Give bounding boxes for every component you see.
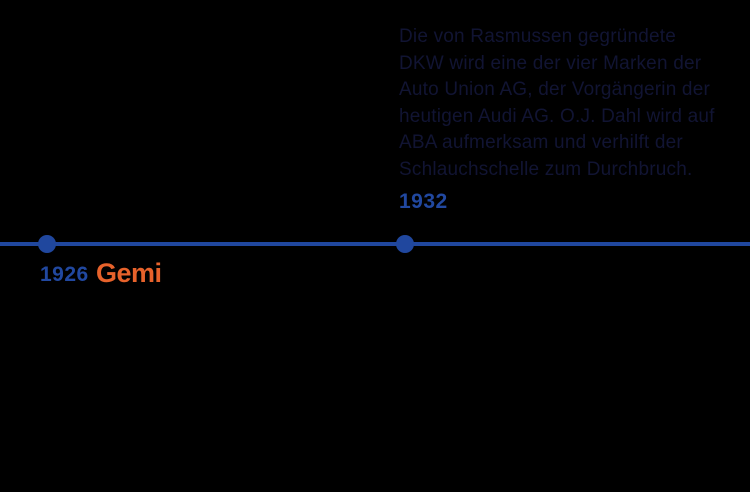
timeline-dot-1926[interactable] [38,235,56,253]
year-label-1926[interactable]: 1926 [40,263,89,286]
event-description: Die von Rasmussen gegründete DKW wird ei… [399,24,741,183]
description-line: DKW wird eine der vier Marken der [399,52,702,74]
description-line: Auto Union AG, der Vorgängerin der [399,79,710,100]
description-line: heutigen Audi AG. O.J. Dahl wird auf [399,105,715,127]
gemi-logo: Gemi [96,258,162,288]
timeline-dot-1932[interactable] [396,235,414,253]
year-label-1932[interactable]: 1932 [399,190,448,213]
description-line: Die von Rasmussen gegründete [399,26,677,47]
timeline-line [0,242,750,246]
description-line: ABA aufmerksam und verhilft der [399,132,683,153]
description-line: Schlauchschelle zum Durchbruch. [399,158,693,180]
